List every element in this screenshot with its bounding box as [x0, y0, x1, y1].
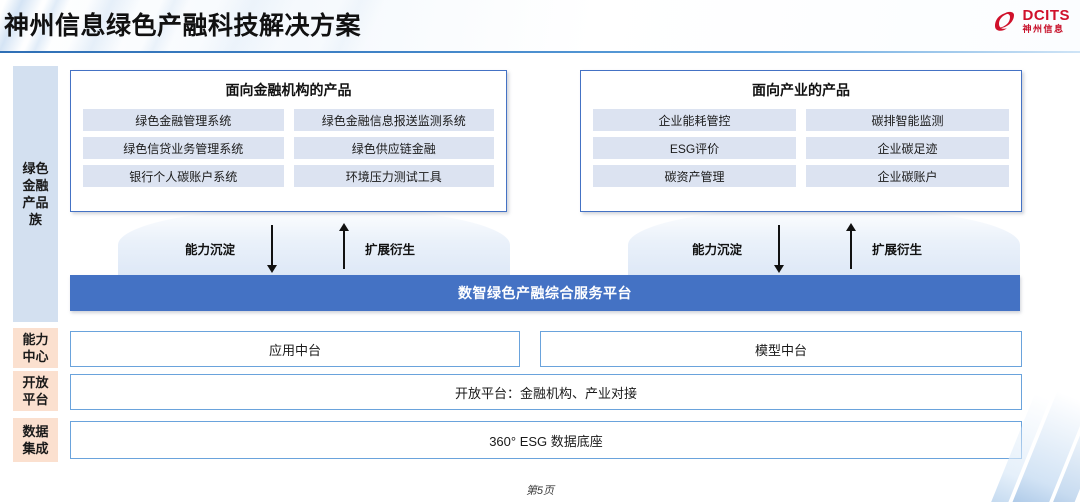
corner-decoration [950, 352, 1080, 502]
rail-line: 开放 [22, 375, 49, 390]
product-tile[interactable]: 银行个人碳账户系统 [83, 165, 284, 187]
box-model-middle-platform[interactable]: 模型中台 [540, 331, 1022, 367]
rail-line: 集成 [22, 441, 49, 456]
rail-line: 数据 [22, 424, 49, 439]
product-tile[interactable]: 企业碳账户 [806, 165, 1009, 187]
rail-label: 绿色 金融 产品 族 [22, 160, 48, 228]
rail-line: 产品 [22, 195, 49, 210]
flow-up-label: 扩展衍生 [872, 242, 923, 257]
page-number: 第5页 [525, 485, 555, 497]
panel-industry-products: 面向产业的产品 企业能耗管控 碳排智能监测 ESG评价 企业碳足迹 碳资产管理 … [580, 70, 1022, 212]
logo-brand: DCITS [1022, 7, 1070, 24]
arrow-down-icon [257, 223, 287, 273]
product-tile[interactable]: 企业碳足迹 [806, 137, 1009, 159]
arrow-up-icon [329, 223, 359, 273]
company-logo: DCITS 神州信息 [992, 8, 1071, 34]
platform-label: 数智绿色产融综合服务平台 [458, 285, 632, 301]
rail-line: 中心 [22, 349, 49, 364]
product-tile[interactable]: 碳排智能监测 [806, 109, 1009, 131]
panel-tile-grid: 绿色金融管理系统 绿色金融信息报送监测系统 绿色信贷业务管理系统 绿色供应链金融… [71, 100, 506, 187]
product-tile[interactable]: 绿色金融信息报送监测系统 [293, 109, 494, 131]
panel-title: 面向产业的产品 [752, 82, 850, 98]
header-divider [0, 51, 1080, 53]
flow-left: 能力沉淀 扩展衍生 [185, 222, 415, 274]
flow-right: 能力沉淀 扩展衍生 [692, 222, 922, 274]
product-tile[interactable]: ESG评价 [593, 137, 796, 159]
logo-text: DCITS 神州信息 [1023, 8, 1071, 34]
flow-up-label: 扩展衍生 [365, 242, 416, 257]
hill-decoration-right [628, 207, 1020, 283]
product-tile[interactable]: 企业能耗管控 [593, 109, 796, 131]
swoosh-icon [992, 10, 1018, 32]
rail-item-data-integration: 数据 集成 [13, 418, 58, 462]
product-tile[interactable]: 环境压力测试工具 [293, 165, 494, 187]
slide-header: 神州信息绿色产融科技解决方案 DCITS 神州信息 [0, 0, 1080, 53]
product-tile[interactable]: 碳资产管理 [593, 165, 796, 187]
product-tile[interactable]: 绿色金融管理系统 [83, 109, 284, 131]
rail-green-finance-products: 绿色 金融 产品 族 [13, 66, 58, 322]
panel-financial-institution-products: 面向金融机构的产品 绿色金融管理系统 绿色金融信息报送监测系统 绿色信贷业务管理… [70, 70, 507, 212]
panel-tile-grid: 企业能耗管控 碳排智能监测 ESG评价 企业碳足迹 碳资产管理 企业碳账户 [581, 100, 1021, 187]
box-application-middle-platform[interactable]: 应用中台 [70, 331, 520, 367]
rail-line: 金融 [22, 178, 49, 193]
box-open-platform[interactable]: 开放平台：金融机构、产业对接 [70, 374, 1022, 410]
rail-item-capability-center: 能力 中心 [13, 328, 58, 368]
rail-line: 族 [28, 212, 42, 227]
box-data-foundation[interactable]: 360° ESG 数据底座 [70, 421, 1022, 459]
rail-line: 绿色 [22, 161, 49, 176]
hill-decoration-left [118, 207, 510, 283]
flow-down-label: 能力沉淀 [692, 242, 743, 257]
product-tile[interactable]: 绿色供应链金融 [293, 137, 494, 159]
rail-line: 能力 [22, 332, 49, 347]
rail-item-open-platform: 开放 平台 [13, 371, 58, 411]
arrow-down-icon [764, 223, 794, 273]
rail-label: 开放 平台 [22, 374, 48, 408]
rail-label: 数据 集成 [22, 423, 48, 457]
product-tile[interactable]: 绿色信贷业务管理系统 [83, 137, 284, 159]
page-title: 神州信息绿色产融科技解决方案 [4, 12, 362, 40]
logo-brand-cn: 神州信息 [1022, 24, 1065, 34]
flow-down-label: 能力沉淀 [185, 242, 236, 257]
panel-title: 面向金融机构的产品 [225, 82, 352, 98]
arrow-up-icon [836, 223, 866, 273]
rail-line: 平台 [22, 392, 49, 407]
platform-bar[interactable]: 数智绿色产融综合服务平台 [70, 275, 1020, 311]
rail-label: 能力 中心 [22, 331, 48, 365]
